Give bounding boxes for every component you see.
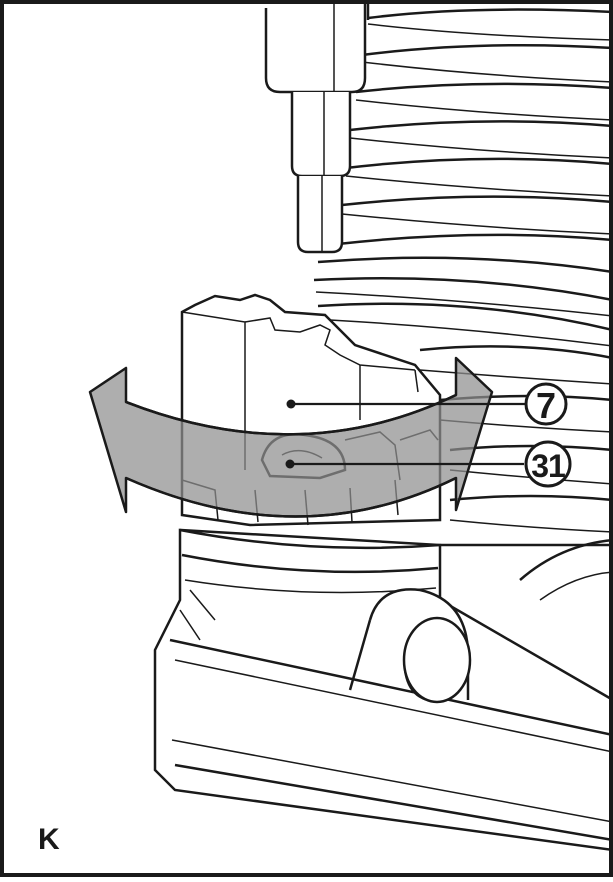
callout-7: 7 [286, 382, 568, 426]
router-base-housing [153, 528, 613, 852]
panel-letter: K [38, 823, 60, 856]
callout-31-number: 31 [531, 448, 565, 484]
callout-7-number: 7 [536, 385, 556, 426]
callout-7-circle [524, 382, 568, 426]
spindle-shaft [264, 0, 367, 254]
callout-31-circle [524, 440, 572, 488]
frame-gap-top [4, 4, 268, 8]
callout-31: 31 [285, 440, 572, 488]
rotation-arrow [88, 356, 494, 518]
